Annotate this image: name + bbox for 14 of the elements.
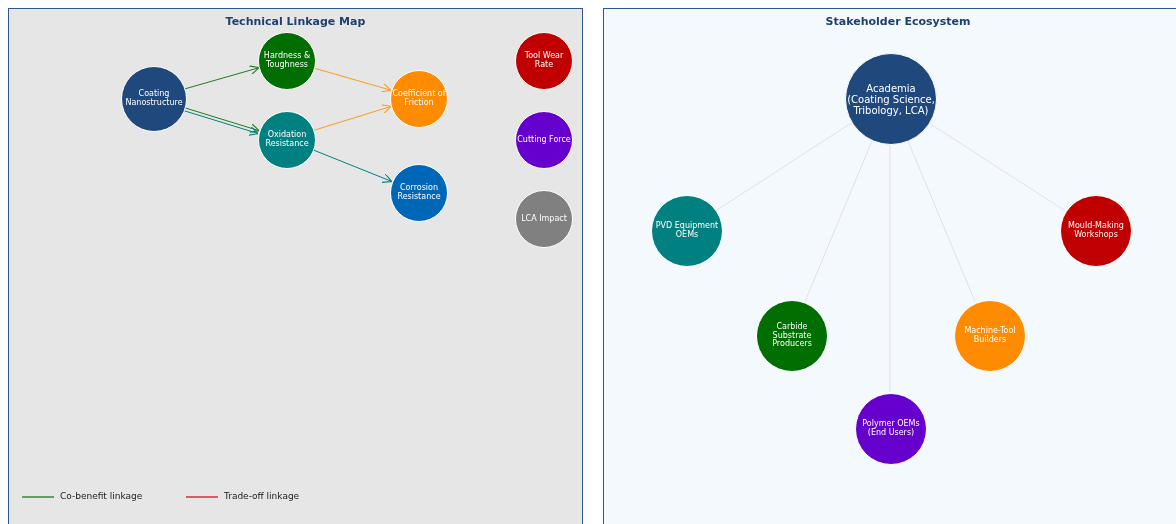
panel-title: Technical Linkage Map	[225, 14, 366, 30]
arrow	[312, 149, 393, 183]
arrow	[313, 104, 392, 131]
connector-line	[928, 122, 1066, 211]
legend-label: Co-benefit linkage	[60, 490, 143, 503]
panel-title: Stakeholder Ecosystem	[825, 14, 971, 30]
panel	[8, 8, 583, 524]
connector-line	[715, 122, 852, 211]
arrow	[313, 67, 392, 93]
arrow	[184, 65, 260, 90]
connector-line	[804, 139, 873, 303]
panel	[603, 8, 1176, 524]
legend-label: Trade-off linkage	[224, 490, 300, 503]
connector-line	[907, 139, 976, 303]
